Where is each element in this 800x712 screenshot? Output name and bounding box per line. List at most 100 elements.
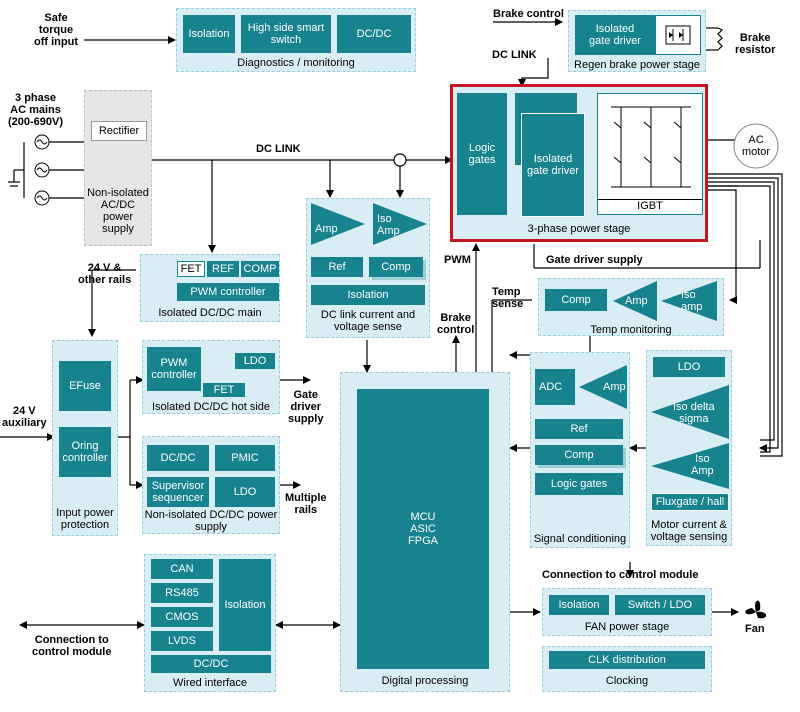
- oring-controller: Oring controller: [59, 427, 111, 477]
- wired-interface-block: CAN RS485 CMOS LVDS Isolation DC/DC Wire…: [144, 554, 276, 692]
- rectifier-caption: Non-isolated AC/DC power supply: [87, 187, 149, 235]
- sc-ref: Ref: [535, 419, 623, 439]
- ac-motor-label: AC motor: [741, 134, 771, 158]
- dclink-isolation: Isolation: [311, 285, 425, 305]
- ms-fluxgate: Fluxgate / hall: [651, 493, 729, 511]
- power-stage-block: Logic gates Isolated gate driver IGBT 3-…: [450, 84, 708, 242]
- power-gate-driver: Isolated gate driver: [521, 113, 585, 217]
- amp-triangle: [311, 203, 365, 245]
- dclink-amp-label: Amp: [315, 223, 338, 235]
- input-protection-block: EFuse Oring controller Input power prote…: [52, 340, 118, 536]
- rectifier-box: Rectifier: [91, 121, 147, 141]
- dc-link-main-label: DC LINK: [256, 143, 301, 155]
- ms-iso-amp-label: Iso Amp: [691, 453, 714, 477]
- hot-ldo: LDO: [235, 353, 275, 369]
- temp-iso-amp-triangle: [661, 281, 717, 321]
- sc-amp-triangle: [579, 365, 627, 409]
- temp-monitoring-block: Comp Amp Iso amp Temp monitoring: [538, 278, 724, 336]
- conn-control-right-label: Connection to control module: [542, 569, 699, 581]
- three-phase-label: 3 phase AC mains (200-690V): [8, 92, 64, 128]
- dclink-comp: Comp: [369, 257, 423, 277]
- iso-dcdc-main-block: FET REF COMP PWM controller Isolated DC/…: [140, 254, 280, 322]
- clocking-caption: Clocking: [605, 675, 649, 687]
- wi-lvds: LVDS: [151, 631, 213, 651]
- dclink-caption: DC link current and voltage sense: [320, 309, 416, 333]
- rectifier-block: Rectifier Non-isolated AC/DC power suppl…: [84, 90, 152, 246]
- ms-iso-delta-label: Iso delta sigma: [673, 401, 715, 425]
- iso-dcdc-main-caption: Isolated DC/DC main: [158, 307, 262, 319]
- regen-caption: Regen brake power stage: [574, 59, 700, 71]
- digital-caption: Digital processing: [381, 675, 469, 687]
- temp-amp-label: Amp: [625, 295, 648, 307]
- input-protection-caption: Input power protection: [56, 507, 114, 531]
- wi-cmos: CMOS: [151, 607, 213, 627]
- sc-amp-label: Amp: [603, 381, 626, 393]
- non-iso-supervisor: Supervisor sequencer: [147, 477, 209, 507]
- igbt-box: IGBT: [597, 93, 703, 215]
- temp-comp: Comp: [545, 289, 607, 311]
- diagnostics-caption: Diagnostics / monitoring: [237, 57, 355, 69]
- aux-24v-label: 24 V auxiliary: [2, 405, 47, 429]
- gate-driver-supply-right-label: Gate driver supply: [546, 254, 643, 266]
- iso-delta-triangle: [651, 385, 729, 439]
- fan-isolation: Isolation: [549, 595, 609, 615]
- brake-control-mid-label: Brake control: [437, 312, 475, 336]
- diag-hs-switch: High side smart switch: [241, 15, 331, 53]
- wi-rs485: RS485: [151, 583, 213, 603]
- digital-processing-block: MCU ASIC FPGA Digital processing: [340, 372, 510, 692]
- temp-amp-triangle: [613, 281, 657, 321]
- gate-driver-supply-left-label: Gate driver supply: [288, 389, 324, 425]
- ms-iso-amp-triangle: [651, 443, 729, 489]
- clk-distribution: CLK distribution: [549, 651, 705, 669]
- non-iso-ldo: LDO: [215, 477, 275, 507]
- ms-caption: Motor current & voltage sensing: [650, 519, 728, 543]
- efuse-box: EFuse: [59, 361, 111, 411]
- multiple-rails-label: Multiple rails: [285, 492, 327, 516]
- wi-isolation: Isolation: [219, 559, 271, 651]
- iso-hot-caption: Isolated DC/DC hot side: [152, 401, 270, 413]
- main-comp: COMP: [241, 261, 279, 277]
- diag-isolation: Isolation: [183, 15, 235, 53]
- non-iso-caption: Non-isolated DC/DC power supply: [144, 509, 278, 533]
- sc-adc: ADC: [535, 369, 575, 405]
- power-stage-caption: 3-phase power stage: [527, 223, 631, 235]
- brake-resistor-label: Brake resistor: [735, 32, 776, 56]
- wi-can: CAN: [151, 559, 213, 579]
- temp-caption: Temp monitoring: [590, 324, 672, 336]
- diagnostics-block: Isolation High side smart switch DC/DC D…: [176, 8, 416, 72]
- wired-caption: Wired interface: [173, 677, 247, 689]
- main-pwm-controller: PWM controller: [177, 283, 279, 301]
- iso-hot-side-block: PWM controller LDO FET Isolated DC/DC ho…: [142, 340, 280, 414]
- pwm-label: PWM: [444, 254, 471, 266]
- mcu-asic-fpga: MCU ASIC FPGA: [357, 389, 489, 669]
- non-iso-pmic: PMIC: [215, 445, 275, 471]
- regen-gate-driver: Isolated gate driver: [575, 15, 655, 55]
- logic-gates-box: Logic gates: [457, 93, 507, 215]
- regen-brake-block: Isolated gate driver Regen brake power s…: [568, 10, 706, 72]
- dclink-ref: Ref: [311, 257, 363, 277]
- rails-24v-label: 24 V & other rails: [78, 262, 132, 286]
- clocking-block: CLK distribution Clocking: [542, 646, 712, 692]
- fan-stage-block: Isolation Switch / LDO FAN power stage: [542, 588, 712, 636]
- dclink-sense-block: Amp Iso Amp Ref Comp Isolation DC link c…: [306, 198, 430, 338]
- temp-sense-label: Temp sense: [492, 286, 524, 310]
- diag-dcdc: DC/DC: [337, 15, 411, 53]
- non-iso-block: DC/DC PMIC Supervisor sequencer LDO Non-…: [142, 436, 280, 534]
- ms-ldo: LDO: [653, 357, 725, 377]
- fan-switch-ldo: Switch / LDO: [615, 595, 705, 615]
- bridge-icon: [655, 15, 701, 55]
- safe-torque-label: Safe torque off input: [34, 12, 78, 48]
- wi-dcdc: DC/DC: [151, 655, 271, 673]
- fan-caption: FAN power stage: [584, 621, 670, 633]
- fan-label: Fan: [745, 623, 765, 635]
- hot-pwm-controller: PWM controller: [147, 347, 201, 391]
- dclink-iso-amp-label: Iso Amp: [377, 213, 400, 237]
- hot-fet: FET: [203, 383, 245, 397]
- sc-logic-gates: Logic gates: [535, 473, 623, 495]
- main-ref: REF: [207, 261, 239, 277]
- main-fet: FET: [177, 261, 205, 277]
- signal-conditioning-block: ADC Amp Ref Comp Logic gates Signal cond…: [530, 352, 630, 548]
- non-iso-dcdc: DC/DC: [147, 445, 209, 471]
